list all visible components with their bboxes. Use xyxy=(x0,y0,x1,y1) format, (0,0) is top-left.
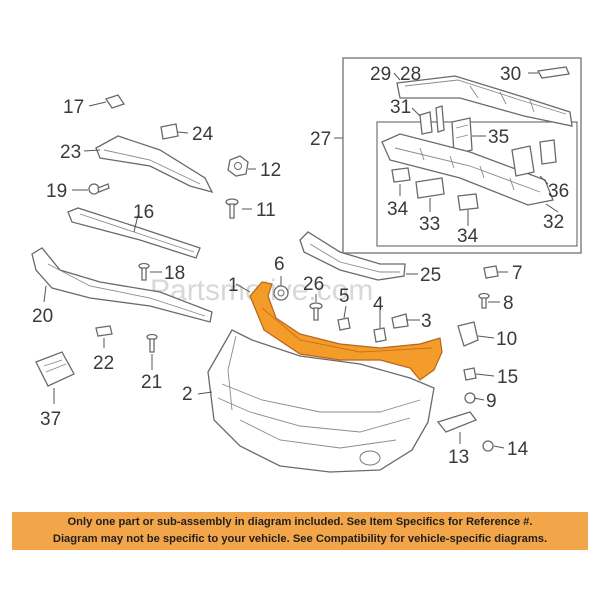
callout-33: 33 xyxy=(419,214,440,235)
callout-2: 2 xyxy=(182,384,193,405)
part-1-highlighted-absorber xyxy=(249,281,443,381)
part-15-clip xyxy=(463,367,477,381)
part-22-clip xyxy=(95,325,113,337)
part-34-clip-b xyxy=(457,193,479,211)
part-8-bolt xyxy=(478,292,490,309)
callout-12: 12 xyxy=(260,160,281,181)
callout-labels: 1 2 3 4 5 6 7 8 9 10 11 12 13 14 15 16 1… xyxy=(32,64,569,468)
callout-32: 32 xyxy=(543,212,564,233)
part-17-clip xyxy=(104,94,126,109)
callout-7: 7 xyxy=(512,263,523,284)
callout-37: 37 xyxy=(40,409,61,430)
part-19-bolt xyxy=(88,183,110,195)
callout-10: 10 xyxy=(496,329,517,350)
part-28-upper-reinforcement xyxy=(396,75,573,127)
part-36-bracket xyxy=(511,139,557,177)
callout-13: 13 xyxy=(448,447,469,468)
part-5-clip xyxy=(337,317,351,331)
callout-31: 31 xyxy=(390,97,411,118)
part-6-nut xyxy=(273,285,289,301)
callout-5: 5 xyxy=(339,286,350,307)
callout-27: 27 xyxy=(310,129,331,150)
part-25-absorber xyxy=(299,231,406,281)
part-12-nut xyxy=(227,155,249,177)
part-13-bracket xyxy=(436,411,478,433)
callout-20: 20 xyxy=(32,306,53,327)
part-31-bracket xyxy=(419,105,445,135)
part-33-bracket xyxy=(415,177,445,199)
part-11-bolt xyxy=(225,198,239,219)
callout-34-b: 34 xyxy=(457,226,479,247)
leader-lines xyxy=(43,72,559,449)
callout-1: 1 xyxy=(228,275,239,296)
callout-9: 9 xyxy=(486,391,497,412)
callout-14: 14 xyxy=(507,439,529,460)
callout-36: 36 xyxy=(548,181,569,202)
part-24-clip xyxy=(160,123,179,140)
part-23-absorber xyxy=(95,135,214,194)
callout-16: 16 xyxy=(133,202,154,223)
part-7-clip xyxy=(483,265,499,279)
callout-18: 18 xyxy=(164,263,185,284)
inset-frame xyxy=(342,57,582,254)
part-26-bolt xyxy=(309,302,323,321)
callout-21: 21 xyxy=(141,372,162,393)
callout-29: 29 xyxy=(370,64,391,85)
part-34-clip-a xyxy=(391,167,411,183)
part-32-lower-reinforcement xyxy=(381,133,554,206)
part-16-absorber xyxy=(67,207,201,259)
callout-8: 8 xyxy=(503,293,514,314)
part-35-bracket xyxy=(451,117,473,155)
callout-23: 23 xyxy=(60,142,81,163)
part-4-clip xyxy=(373,327,387,343)
callout-26: 26 xyxy=(303,274,324,295)
callout-35: 35 xyxy=(488,127,509,148)
callout-30: 30 xyxy=(500,64,521,85)
part-30-bracket xyxy=(536,66,570,79)
part-37-license-bracket xyxy=(35,351,75,387)
callout-34-a: 34 xyxy=(387,199,409,220)
part-14-bolt xyxy=(482,440,494,452)
notice-line-2: Diagram may not be specific to your vehi… xyxy=(52,533,548,545)
callout-25: 25 xyxy=(420,265,441,286)
part-2-bumper-cover xyxy=(207,329,435,473)
part-10-bracket xyxy=(457,321,479,347)
part-20-lower-cover xyxy=(31,247,213,323)
callout-17: 17 xyxy=(63,97,84,118)
notice-banner: Only one part or sub-assembly in diagram… xyxy=(12,512,588,550)
callout-4: 4 xyxy=(373,294,384,315)
callout-6: 6 xyxy=(274,254,285,275)
callout-28: 28 xyxy=(400,64,421,85)
callout-24: 24 xyxy=(192,124,214,145)
part-21-bolt xyxy=(146,333,158,353)
part-18-bolt xyxy=(138,262,150,281)
part-3-clip xyxy=(391,313,409,329)
callout-22: 22 xyxy=(93,353,114,374)
highlight-shape xyxy=(249,281,443,381)
callout-11: 11 xyxy=(256,200,276,221)
part-9-clip xyxy=(464,392,476,404)
notice-line-1: Only one part or sub-assembly in diagram… xyxy=(67,516,533,528)
callout-19: 19 xyxy=(46,181,67,202)
inset-subframe xyxy=(376,121,578,247)
callout-3: 3 xyxy=(421,311,432,332)
callout-15: 15 xyxy=(497,367,518,388)
